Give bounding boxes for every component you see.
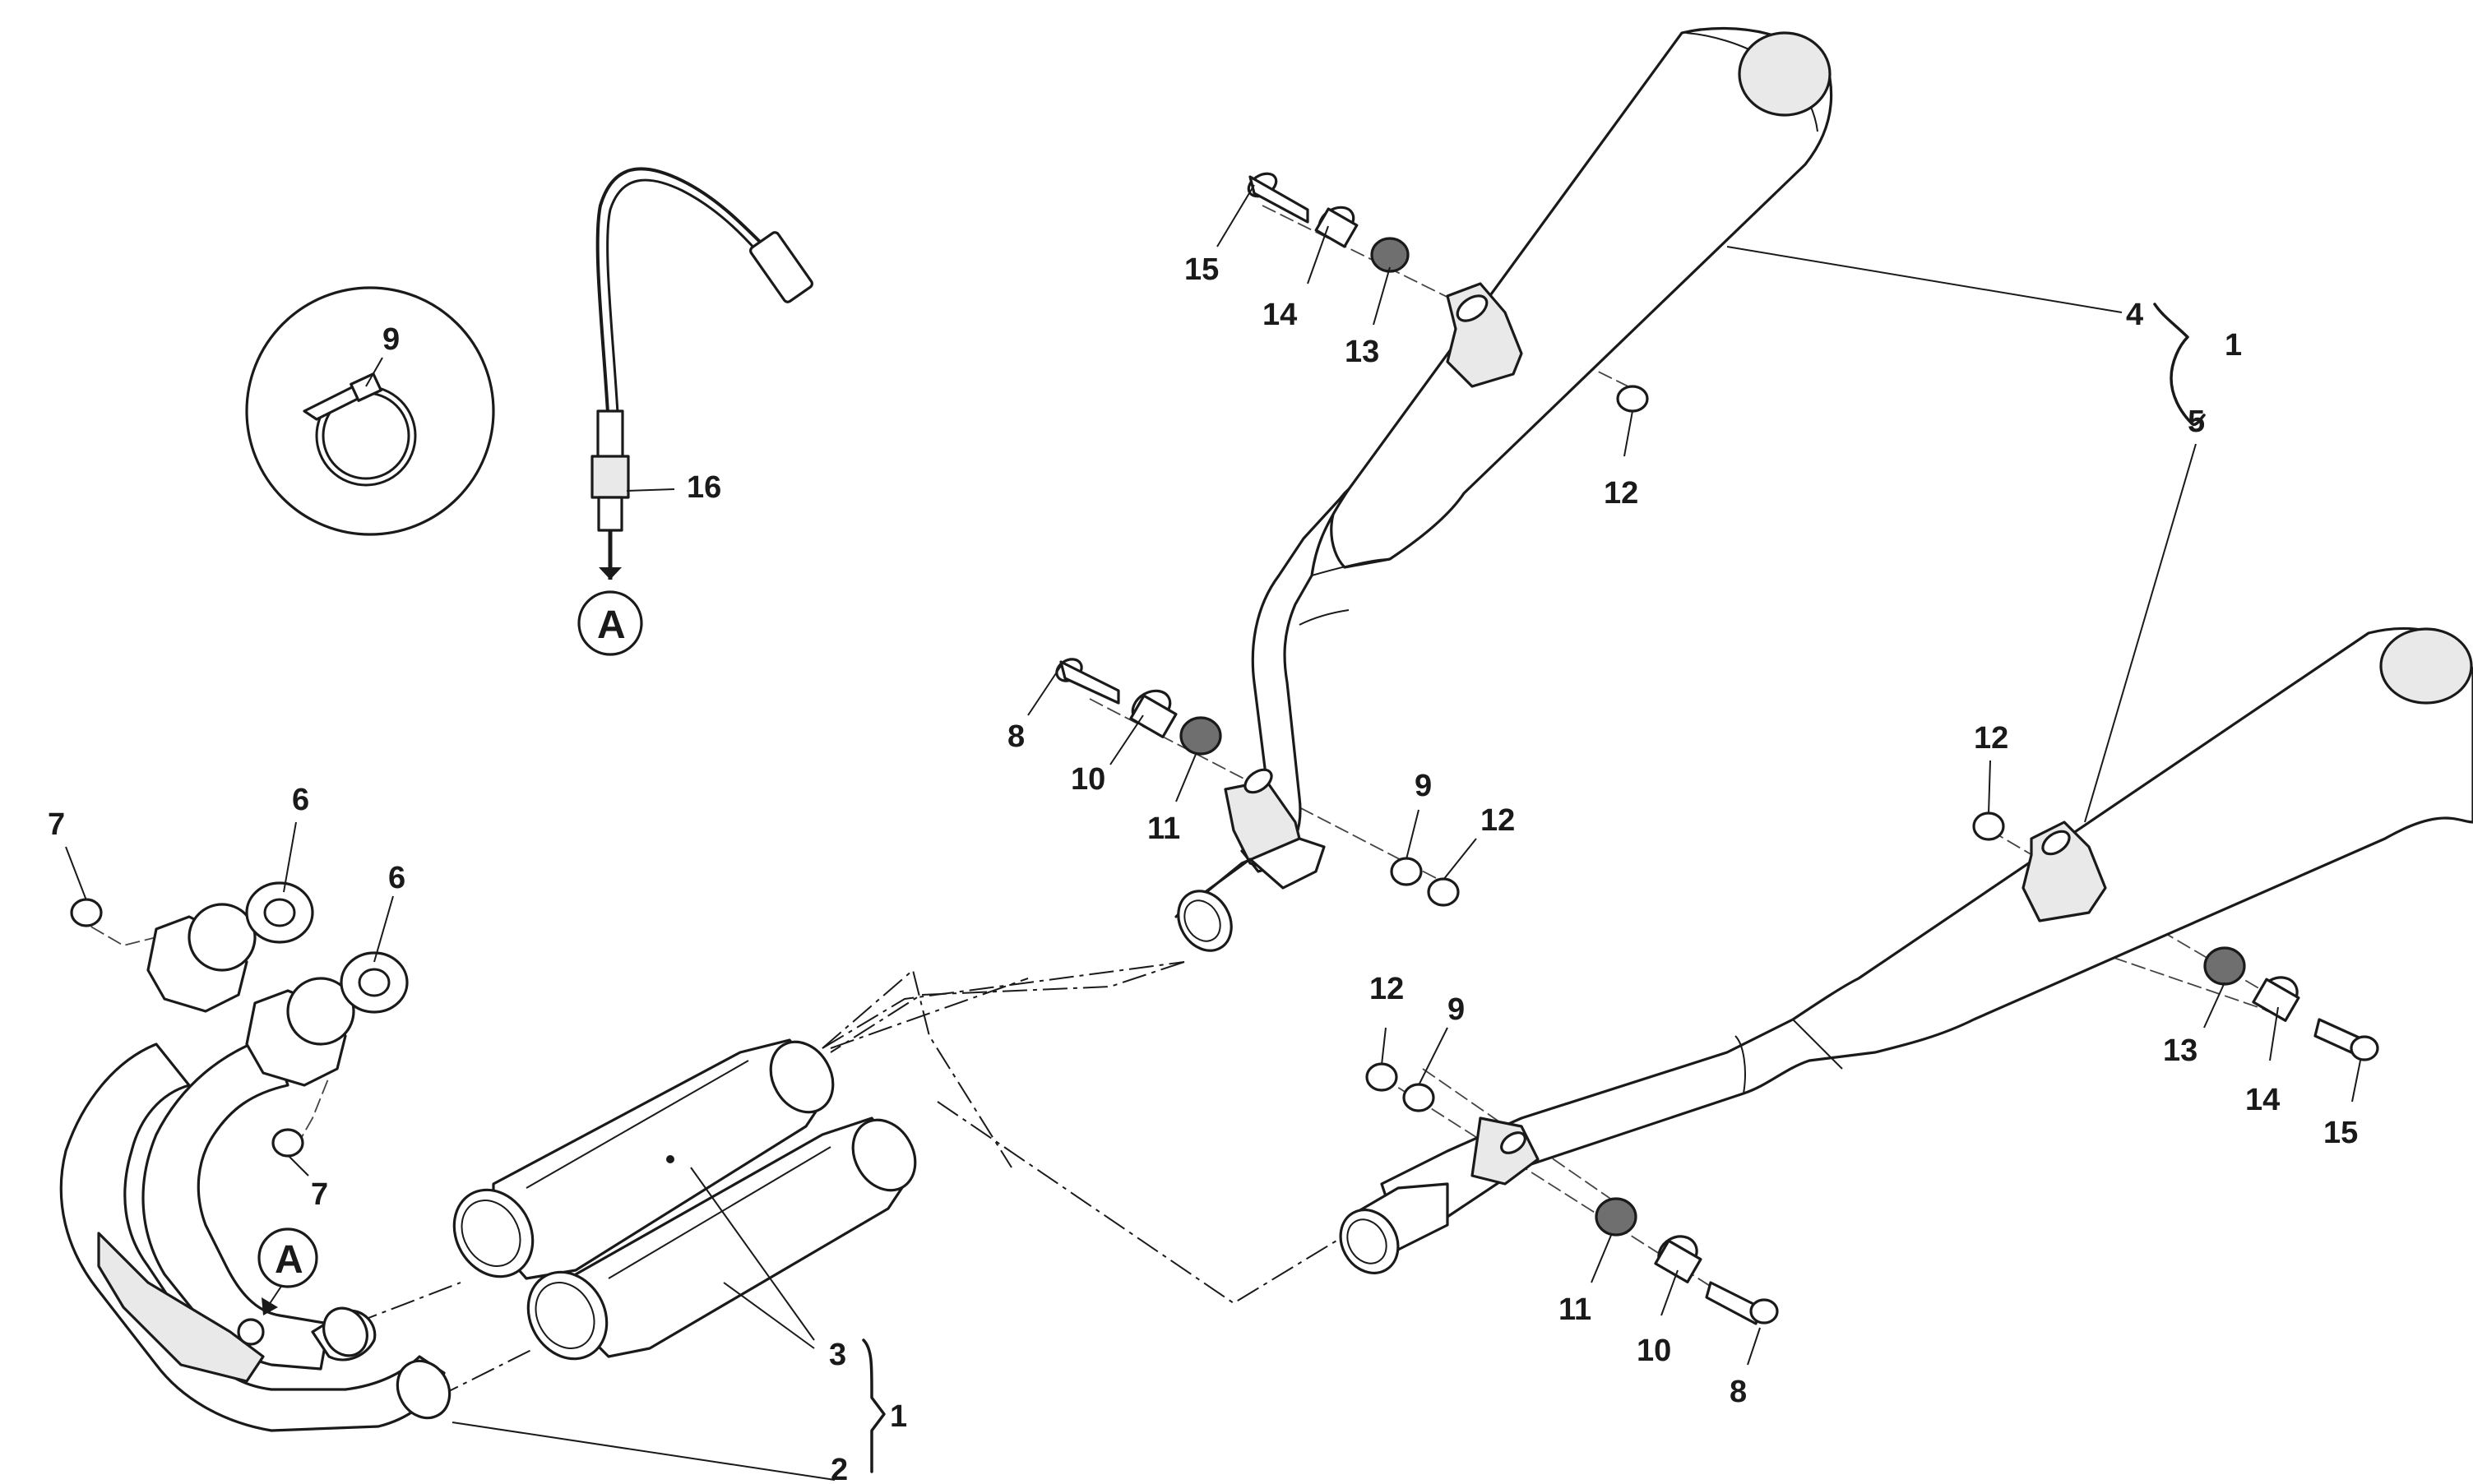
callout-1-lower: 1	[890, 1399, 907, 1434]
callout-5: 5	[2188, 405, 2205, 439]
callout-2: 2	[831, 1453, 848, 1484]
reference-marks: A A	[257, 603, 626, 1288]
assembly-braces	[862, 303, 2206, 1473]
callout-10-lower: 10	[1637, 1334, 1671, 1368]
callout-14-upper: 14	[1262, 298, 1297, 332]
callout-8-lower: 8	[1730, 1375, 1747, 1409]
fasteners-lower-silencer-mount	[1972, 811, 2379, 1061]
callout-8-upper: 8	[1007, 719, 1025, 754]
callout-4: 4	[2126, 298, 2143, 332]
callout-1-upper: 1	[2225, 328, 2242, 363]
callout-7-top: 7	[48, 807, 65, 842]
callout-12-lower-pipe: 12	[1369, 972, 1404, 1006]
callout-13-upper: 13	[1345, 335, 1379, 369]
callout-12-upper-silencer: 12	[1604, 476, 1638, 511]
upper-silencer	[1224, 26, 1833, 873]
callout-11-lower: 11	[1558, 1292, 1591, 1327]
callout-10-upper: 10	[1071, 762, 1105, 797]
catalytic-converters	[452, 1038, 917, 1361]
reference-mark-a-header: A	[275, 1238, 303, 1282]
callout-9-lower: 9	[1447, 992, 1465, 1027]
reference-mark-a-sensor: A	[597, 603, 626, 647]
callout-14-lower: 14	[2245, 1083, 2280, 1117]
callout-15-lower: 15	[2323, 1116, 2358, 1150]
callout-labels: 1 1 2 3 4 5 6 6 7 7 8 8 9 9 9 10 10 11 1…	[48, 252, 2358, 1484]
callout-12-lower-silencer: 12	[1974, 721, 2008, 756]
callout-9-inset: 9	[382, 322, 400, 357]
callout-15-upper: 15	[1184, 252, 1219, 287]
upper-pipe-outlet	[1174, 837, 1326, 952]
lower-silencer	[1380, 626, 2473, 1235]
oxygen-sensor	[577, 167, 813, 656]
callout-6-left: 6	[292, 783, 309, 817]
lower-pipe-outlet	[1339, 1182, 1449, 1274]
callout-16: 16	[687, 470, 721, 505]
callout-11-upper: 11	[1147, 811, 1180, 846]
leader-lines	[65, 184, 2361, 1481]
callout-9-upper: 9	[1415, 769, 1432, 803]
callout-12-upper-pipe: 12	[1480, 803, 1515, 838]
exhaust-header-pipes	[59, 903, 452, 1432]
callout-7-bottom: 7	[311, 1177, 328, 1212]
callout-13-lower: 13	[2163, 1033, 2197, 1068]
callout-6-right: 6	[388, 861, 405, 895]
clamp-detail-inset	[245, 286, 495, 536]
fasteners-lower-pipe-mount	[1365, 1062, 1779, 1325]
callout-3: 3	[829, 1338, 846, 1372]
